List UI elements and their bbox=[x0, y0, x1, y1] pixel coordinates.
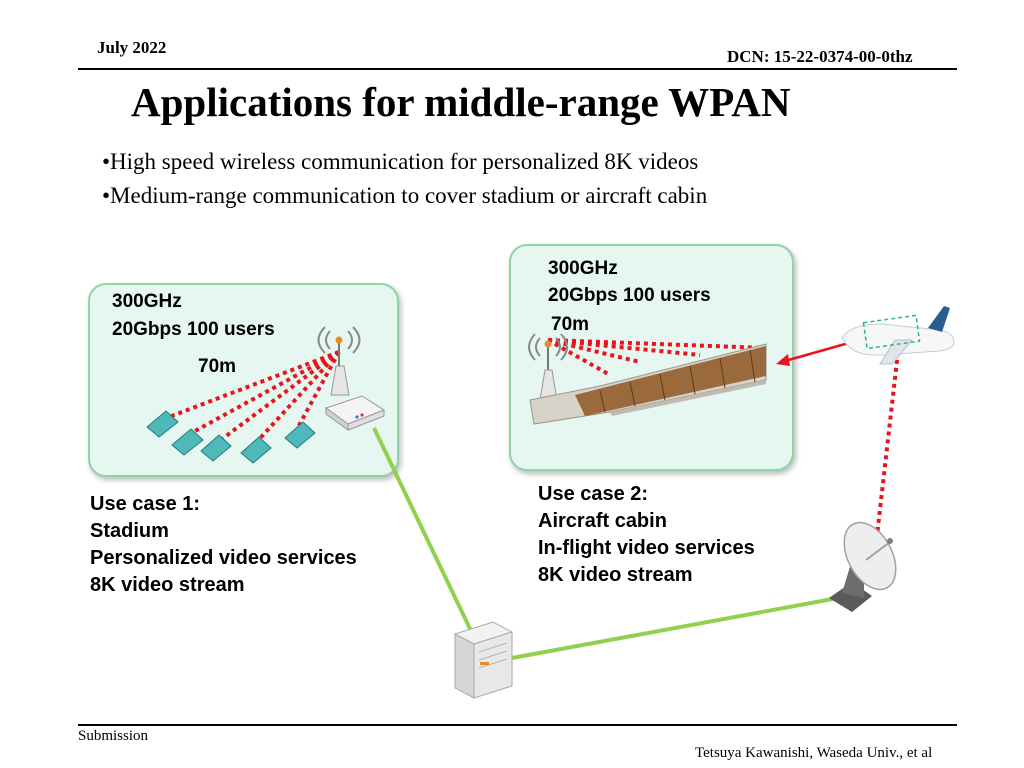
use-case-1: Use case 1: Stadium Personalized video s… bbox=[90, 491, 357, 599]
use-case-2-line: 8K video stream bbox=[538, 564, 693, 586]
stadium-frequency: 300GHz bbox=[112, 291, 182, 312]
aircraft-cabin-icon bbox=[529, 343, 767, 425]
cabin-data-rate: 20Gbps 100 users bbox=[548, 285, 711, 306]
bullet-item: •Medium-range communication to cover sta… bbox=[102, 183, 708, 208]
stadium-panel bbox=[88, 283, 399, 477]
bullet-item: •High speed wireless communication for p… bbox=[102, 149, 699, 174]
air-ground-link bbox=[873, 351, 900, 554]
header-dcn: DCN: 15-22-0374-00-0thz bbox=[727, 47, 913, 66]
stadium-beams bbox=[155, 350, 341, 448]
slide-title: Applications for middle-range WPAN bbox=[131, 79, 791, 125]
use-case-1-heading: Use case 1: bbox=[90, 493, 201, 515]
footer-divider bbox=[78, 724, 957, 726]
use-case-2-line: Aircraft cabin bbox=[538, 510, 667, 532]
satellite-dish-icon bbox=[829, 521, 897, 612]
wired-link-stadium bbox=[372, 427, 486, 659]
arrow-head-icon bbox=[776, 354, 790, 366]
stadium-range: 70m bbox=[198, 356, 237, 377]
header-date: July 2022 bbox=[97, 38, 167, 57]
server-icon bbox=[453, 621, 514, 699]
airplane-icon bbox=[841, 306, 955, 365]
footer-submission: Submission bbox=[78, 728, 149, 744]
cabin-frequency: 300GHz bbox=[548, 258, 618, 279]
access-point-icon bbox=[317, 326, 386, 431]
stadium-data-rate: 20Gbps 100 users bbox=[112, 319, 275, 340]
footer-author: Tetsuya Kawanishi, Waseda Univ., et al bbox=[695, 745, 933, 761]
cabin-access-point-icon bbox=[528, 333, 568, 401]
use-case-2: Use case 2: Aircraft cabin In-flight vid… bbox=[538, 481, 755, 589]
header-divider bbox=[78, 68, 957, 70]
wired-link-ground-station bbox=[511, 596, 839, 660]
use-case-2-heading: Use case 2: bbox=[538, 483, 649, 505]
cabin-beams bbox=[547, 338, 767, 377]
user-terminal-icons bbox=[146, 410, 316, 464]
use-case-2-line: In-flight video services bbox=[538, 537, 755, 559]
use-case-1-line: Stadium bbox=[90, 520, 169, 542]
cabin-range: 70m bbox=[551, 314, 590, 335]
use-case-1-line: Personalized video services bbox=[90, 547, 357, 569]
use-case-1-line: 8K video stream bbox=[90, 574, 245, 596]
